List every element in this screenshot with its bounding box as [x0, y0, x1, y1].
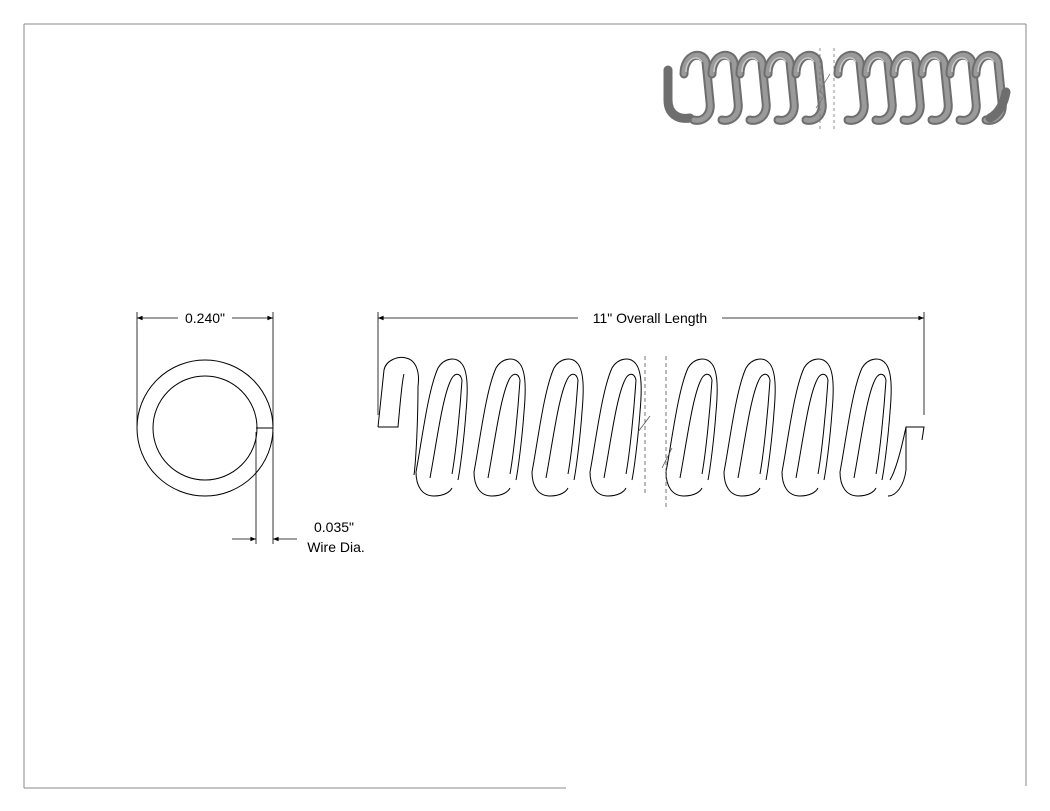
sheet-border [23, 23, 1027, 789]
spring-3d-icon [663, 50, 1011, 125]
wire-diameter-label: Wire Dia. [307, 539, 365, 555]
overall-length-dimension [377, 312, 925, 415]
wire-diameter-dimension [232, 432, 297, 544]
side-view-break-marks [637, 356, 673, 508]
spring-end-view-icon [136, 359, 274, 497]
spring-3d-break-marks [815, 48, 835, 132]
spring-side-view-icon [377, 357, 925, 497]
wire-diameter-value: 0.035" [314, 519, 354, 535]
outer-diameter-label: 0.240" [185, 310, 225, 326]
overall-length-label: 11" Overall Length [593, 310, 707, 326]
outer-diameter-dimension [136, 312, 274, 426]
